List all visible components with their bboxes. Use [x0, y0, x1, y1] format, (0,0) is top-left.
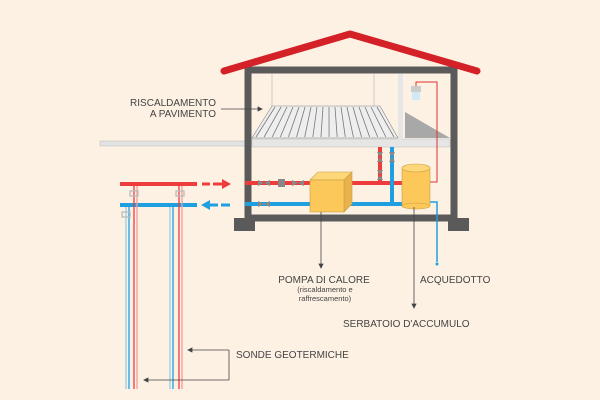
label-floor-heating-2: A PAVIMENTO — [150, 109, 216, 120]
geothermal-probes — [121, 186, 185, 389]
coil-line — [255, 106, 276, 138]
label-aqueduct: ACQUEDOTTO — [420, 275, 491, 286]
coil-line — [263, 106, 282, 138]
coil-line — [288, 106, 300, 138]
heat-pump-box — [309, 171, 353, 213]
coil-line — [358, 106, 371, 138]
coil-line — [279, 106, 294, 138]
label-heat-pump-sub2: raffrescamento) — [299, 294, 352, 303]
cold-flow-arrow — [201, 200, 230, 210]
ground-slab-extension — [99, 140, 247, 147]
coil-line — [370, 106, 387, 138]
coil-line — [271, 106, 288, 138]
leader-lines — [143, 106, 417, 383]
coil-line — [364, 106, 379, 138]
valves — [258, 152, 395, 207]
coil-line — [346, 106, 354, 138]
coil-line — [334, 106, 338, 138]
roof — [220, 30, 481, 75]
label-heat-pump-sub1: (riscaldamento e — [297, 285, 352, 294]
coil-line — [304, 106, 312, 138]
floor-heating-coils — [251, 105, 399, 139]
aqueduct-pipe — [430, 201, 438, 262]
label-storage-tank: SERBATOIO D'ACCUMULO — [343, 319, 470, 330]
coil-line — [320, 106, 324, 138]
label-geothermal-probes: SONDE GEOTERMICHE — [236, 350, 349, 361]
house — [234, 66, 469, 231]
shower-icon — [411, 81, 438, 183]
hot-flow-arrow — [202, 179, 231, 189]
storage-tank — [401, 163, 431, 210]
coil-line — [352, 106, 362, 138]
coil-line — [340, 106, 346, 138]
coil-line — [376, 106, 395, 138]
coil-line — [296, 106, 306, 138]
coil-line — [312, 106, 318, 138]
label-floor-heating: RISCALDAMENTO — [130, 98, 216, 109]
label-heat-pump: POMPA DI CALORE — [278, 275, 370, 286]
